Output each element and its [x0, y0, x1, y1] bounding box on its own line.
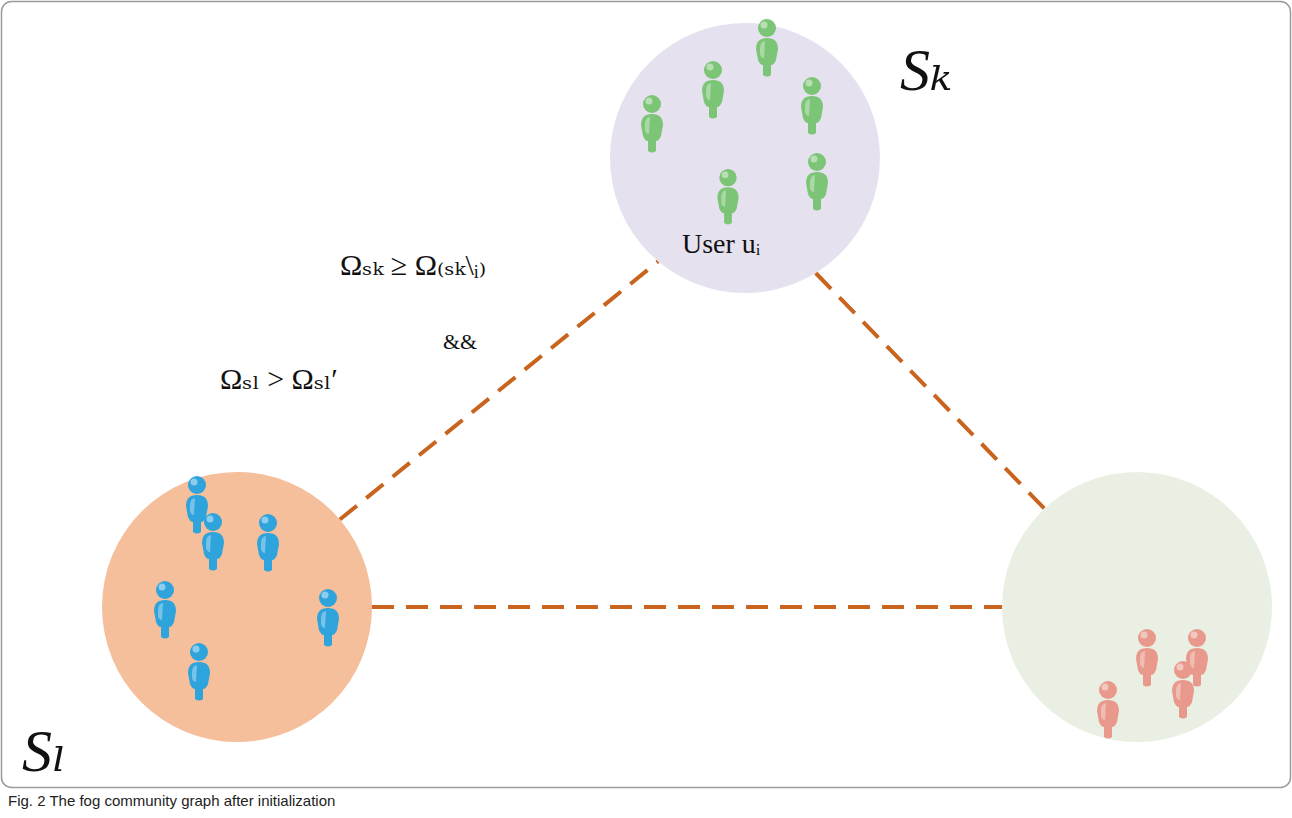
user-icon [1186, 629, 1208, 687]
user-icon [154, 581, 176, 639]
community-circle: Sₗ [102, 472, 372, 742]
user-icon [641, 95, 663, 153]
blue-users [154, 476, 339, 701]
community-circle: SₖUser uᵢ [610, 23, 880, 293]
user-icon [806, 153, 828, 211]
circle-fill [1002, 472, 1272, 742]
community-label: Sₖ [900, 37, 952, 103]
green-users [641, 19, 828, 225]
user-icon [1097, 681, 1119, 739]
user-icon [702, 61, 724, 119]
condition-formula: Ωₛₗ > Ωₛₗ′ [220, 362, 338, 395]
pink-users [1097, 629, 1208, 739]
community-circle [1002, 472, 1272, 742]
user-icon [257, 514, 279, 572]
logic-operator: && [443, 330, 477, 354]
user-icon [1172, 661, 1194, 719]
user-icon [317, 589, 339, 647]
circle-fill [610, 23, 880, 293]
user-icon [801, 77, 823, 135]
circle-shape [102, 472, 372, 742]
community-label: Sₗ [22, 718, 67, 784]
dashed-link [340, 261, 658, 519]
dashed-link [816, 273, 1045, 509]
user-label: User uᵢ [682, 229, 760, 260]
user-icon [202, 513, 224, 571]
circle-shape [1002, 472, 1272, 742]
circle-fill [102, 472, 372, 742]
user-icon [188, 643, 210, 701]
user-icon [186, 476, 208, 534]
user-icon [756, 19, 778, 77]
frame-border [2, 2, 1291, 788]
dashed-link [372, 605, 1002, 609]
figure-caption: Fig. 2 The fog community graph after ini… [8, 793, 335, 810]
user-icon [717, 169, 738, 225]
user-icon [1136, 629, 1158, 687]
condition-formula: Ωₛₖ ≥ Ω₍ₛₖ\ᵢ₎ [340, 248, 486, 281]
